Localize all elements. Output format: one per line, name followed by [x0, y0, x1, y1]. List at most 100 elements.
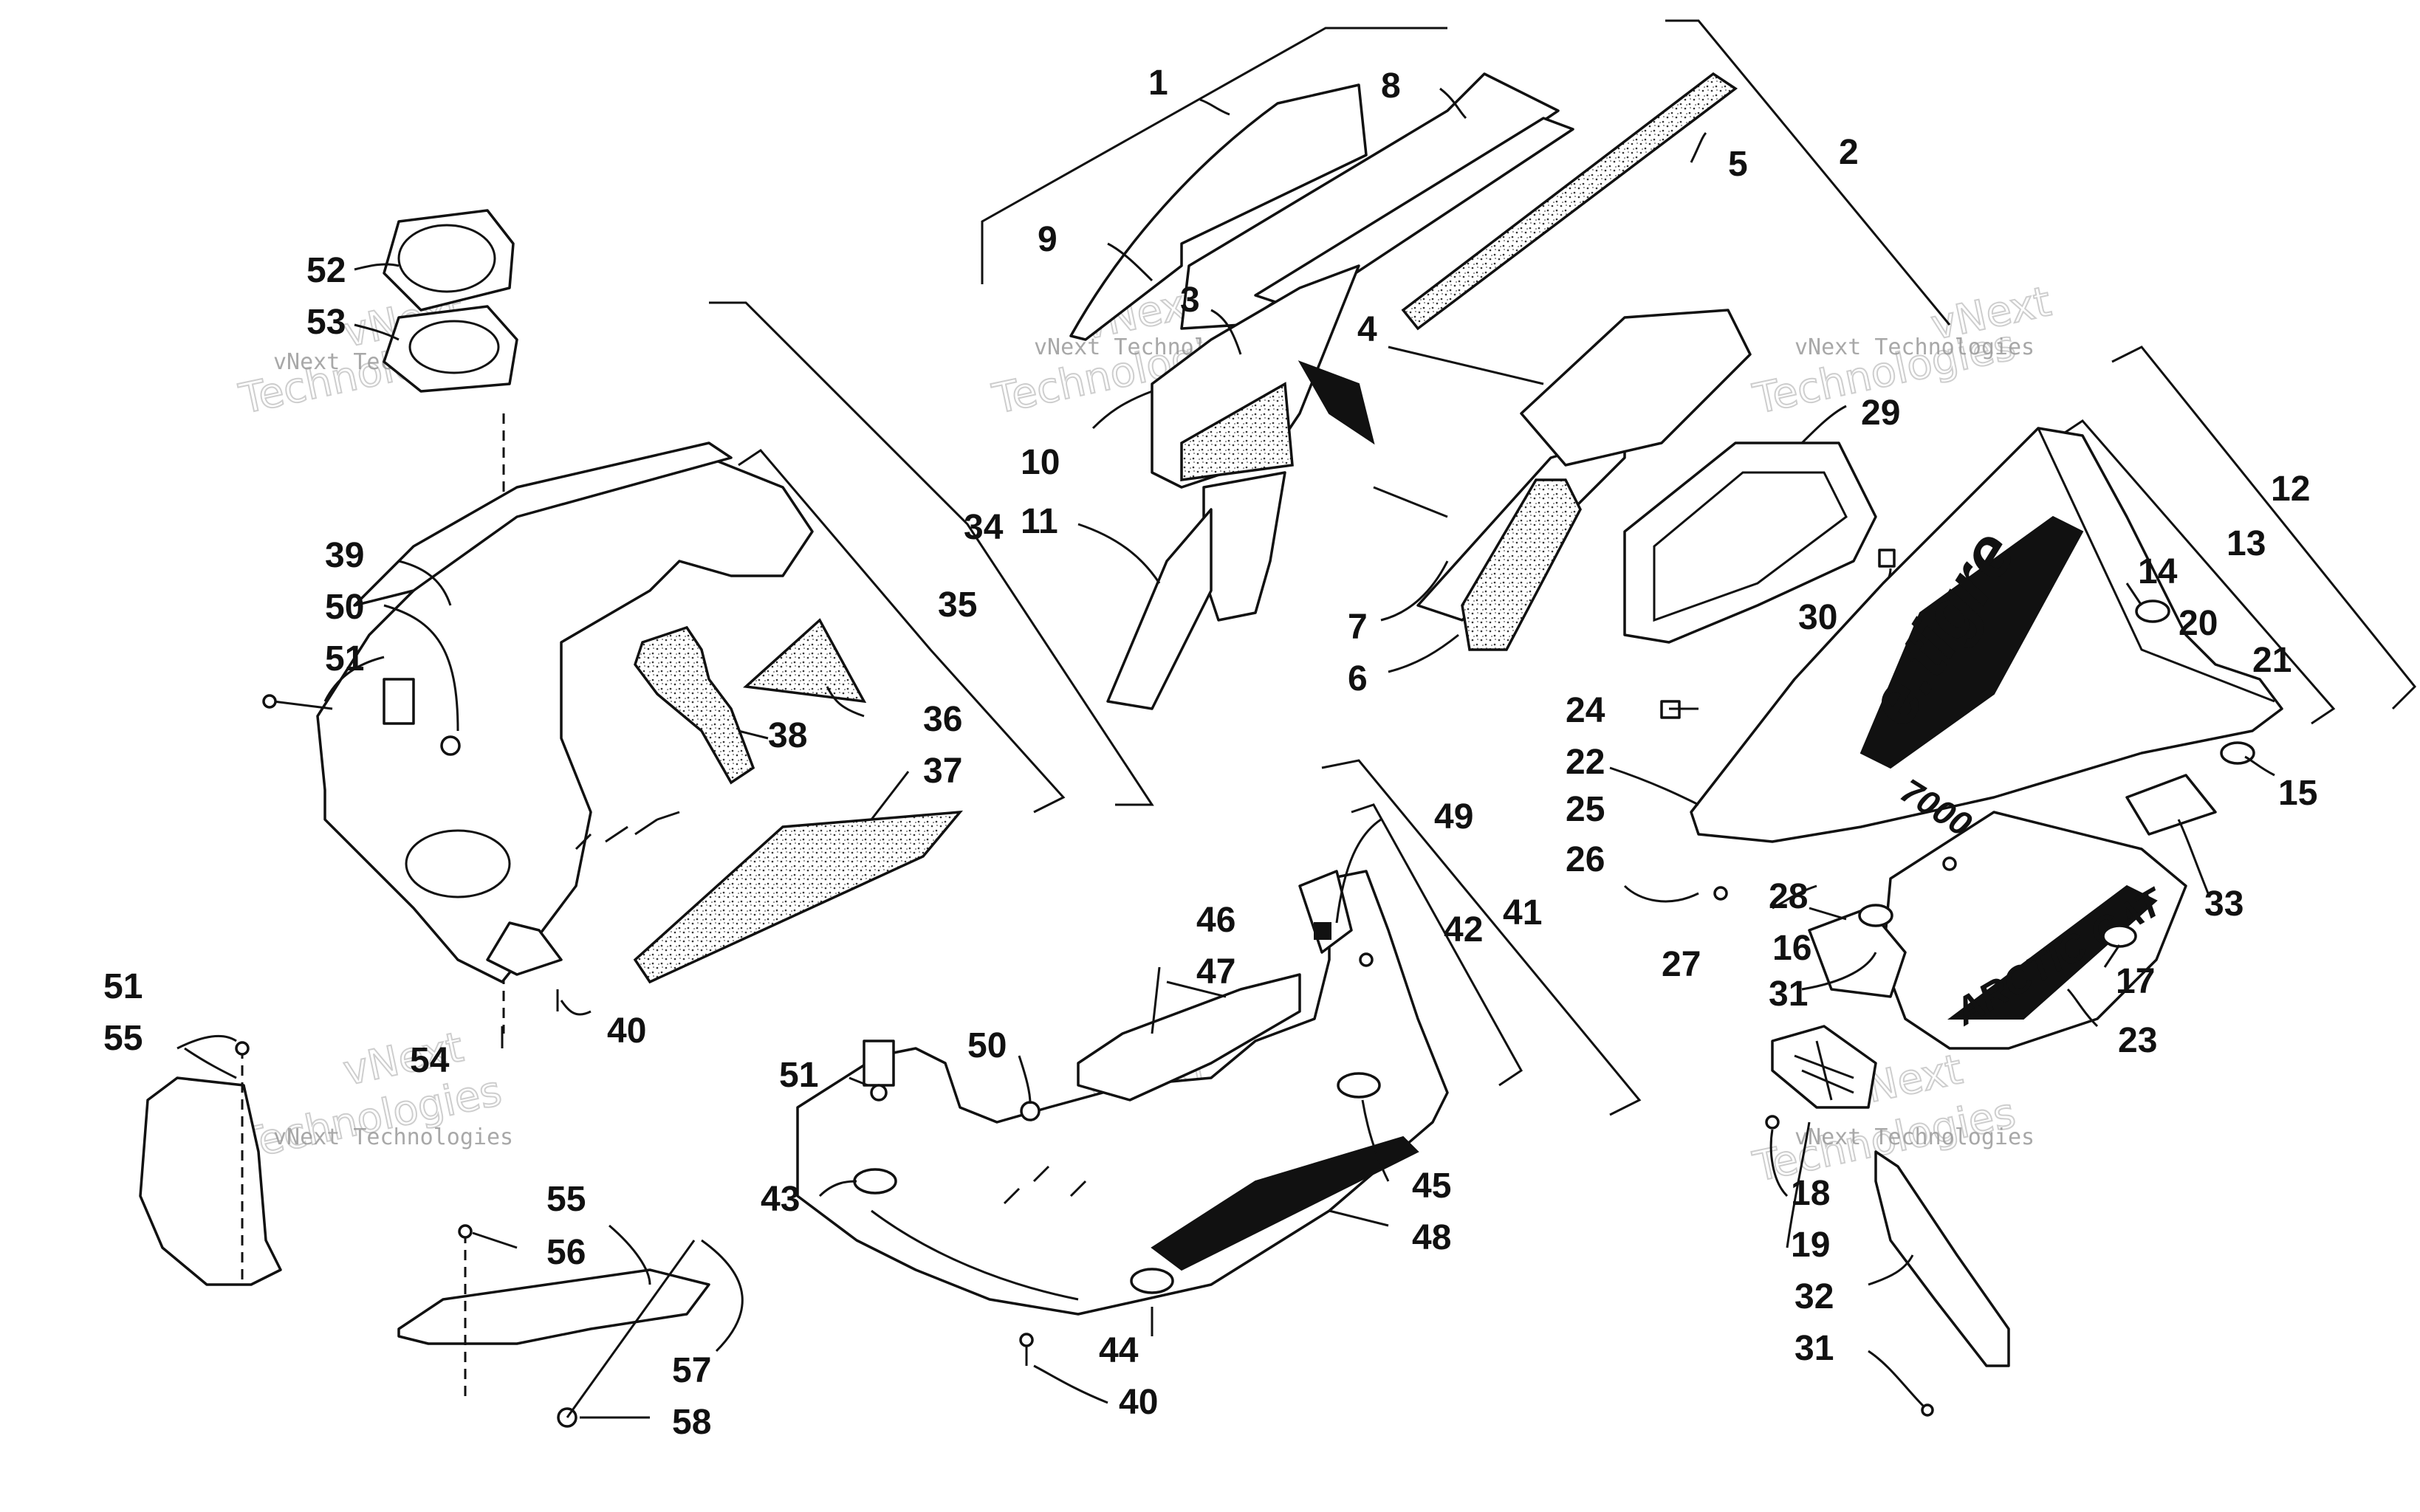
leader — [1769, 1129, 1789, 1197]
bracket-1 — [981, 27, 1447, 284]
leader — [184, 1047, 237, 1079]
part-headlight-inner — [1653, 471, 1848, 622]
part-fastener — [1765, 1115, 1780, 1130]
part-bracket-block — [383, 678, 415, 725]
part-side-panel-11 — [1106, 508, 1213, 710]
leader — [2066, 988, 2099, 1028]
part-pad-44 — [1130, 1268, 1174, 1294]
callout-8: 8 — [1381, 66, 1401, 106]
callout-10: 10 — [1021, 443, 1060, 482]
leader — [1786, 1121, 1811, 1248]
leader — [1199, 98, 1230, 116]
part-screw — [458, 1224, 473, 1239]
part-fastener — [870, 1084, 888, 1102]
callout-29: 29 — [1861, 394, 1900, 433]
leader — [1690, 131, 1707, 163]
callout-47: 47 — [1196, 952, 1235, 992]
belly-pan-assembly — [796, 759, 1642, 1404]
part-gasket-hole — [397, 224, 496, 293]
leader — [176, 1034, 237, 1050]
leader — [818, 1180, 857, 1197]
part-pin — [566, 1240, 696, 1418]
leader — [826, 686, 865, 718]
bracket-34 — [709, 301, 1154, 806]
callout-55a: 55 — [103, 1019, 143, 1058]
part-fastener — [1359, 952, 1374, 967]
leader — [383, 604, 459, 732]
callout-39: 39 — [325, 536, 364, 575]
callout-12: 12 — [2271, 470, 2310, 509]
callout-31a: 31 — [1769, 975, 1808, 1014]
part-console-vents — [575, 811, 680, 850]
callout-7: 7 — [1348, 608, 1368, 647]
part-grommet — [440, 735, 461, 756]
part-lower-panel — [1882, 811, 2187, 1050]
callout-55b: 55 — [546, 1180, 586, 1219]
callout-26: 26 — [1566, 840, 1605, 879]
leader — [354, 263, 400, 271]
part-side-panel-crease — [2037, 427, 2275, 703]
leader — [1388, 633, 1459, 673]
callout-19: 19 — [1791, 1226, 1830, 1265]
callout-9: 9 — [1038, 220, 1058, 259]
callout-16: 16 — [1772, 929, 1811, 968]
part-console-hole — [405, 829, 511, 898]
callout-6: 6 — [1348, 659, 1368, 698]
leader — [2103, 944, 2121, 968]
watermark-text: vNext Technologies — [273, 1124, 513, 1150]
part-console-tab — [486, 921, 563, 976]
callout-3: 3 — [1180, 281, 1200, 320]
part-nose-lower — [1202, 471, 1286, 622]
callout-45: 45 — [1412, 1166, 1451, 1206]
part-foam-36 — [742, 618, 867, 704]
leader — [1077, 523, 1161, 584]
leader — [1091, 390, 1153, 430]
callout-14: 14 — [2138, 552, 2178, 591]
part-pad-16 — [1858, 904, 1893, 927]
callout-11: 11 — [1021, 502, 1058, 541]
leader — [1373, 486, 1448, 518]
callout-54: 54 — [410, 1041, 450, 1080]
part-foam-38 — [634, 625, 755, 785]
leader — [1609, 766, 1699, 806]
part-grommet — [1020, 1101, 1041, 1121]
callout-38: 38 — [768, 716, 807, 755]
leader — [870, 771, 910, 820]
watermark-text: vNext Technologies — [1795, 1124, 2035, 1150]
leader — [1868, 1254, 1914, 1286]
part-screw — [235, 1041, 250, 1056]
leader — [1388, 346, 1544, 385]
callout-4: 4 — [1357, 310, 1377, 349]
callout-37: 37 — [923, 752, 962, 791]
callout-57: 57 — [672, 1351, 711, 1390]
callout-42: 42 — [1444, 910, 1483, 949]
part-lower-stripe — [1947, 884, 2158, 1020]
part-pad-17 — [2102, 924, 2137, 948]
leader — [1335, 818, 1382, 924]
leader — [398, 560, 452, 606]
callout-1: 1 — [1148, 63, 1168, 103]
leader — [1439, 87, 1467, 120]
part-screw — [272, 700, 333, 710]
callout-33: 33 — [2204, 884, 2244, 924]
part-foam-block — [1461, 478, 1582, 651]
callout-52: 52 — [306, 251, 346, 290]
callout-40b: 40 — [1119, 1383, 1158, 1422]
leader — [1772, 884, 1817, 910]
callout-44: 44 — [1099, 1331, 1139, 1370]
part-pad-43 — [853, 1168, 897, 1195]
part-logo-decal — [1859, 515, 2084, 769]
bracket-12 — [2111, 346, 2417, 710]
callout-50b: 50 — [967, 1026, 1007, 1065]
callout-31b: 31 — [1795, 1329, 1834, 1368]
leader — [1210, 309, 1242, 355]
leader — [1107, 242, 1154, 282]
callout-36: 36 — [923, 700, 962, 739]
callout-22: 22 — [1566, 743, 1605, 782]
callout-49: 49 — [1434, 797, 1473, 836]
leader — [1868, 1350, 1925, 1408]
part-wire — [1623, 884, 1699, 903]
part-windshield — [1069, 83, 1368, 341]
part-belly-insert — [1077, 973, 1301, 1102]
part-pad-45 — [1337, 1072, 1381, 1099]
